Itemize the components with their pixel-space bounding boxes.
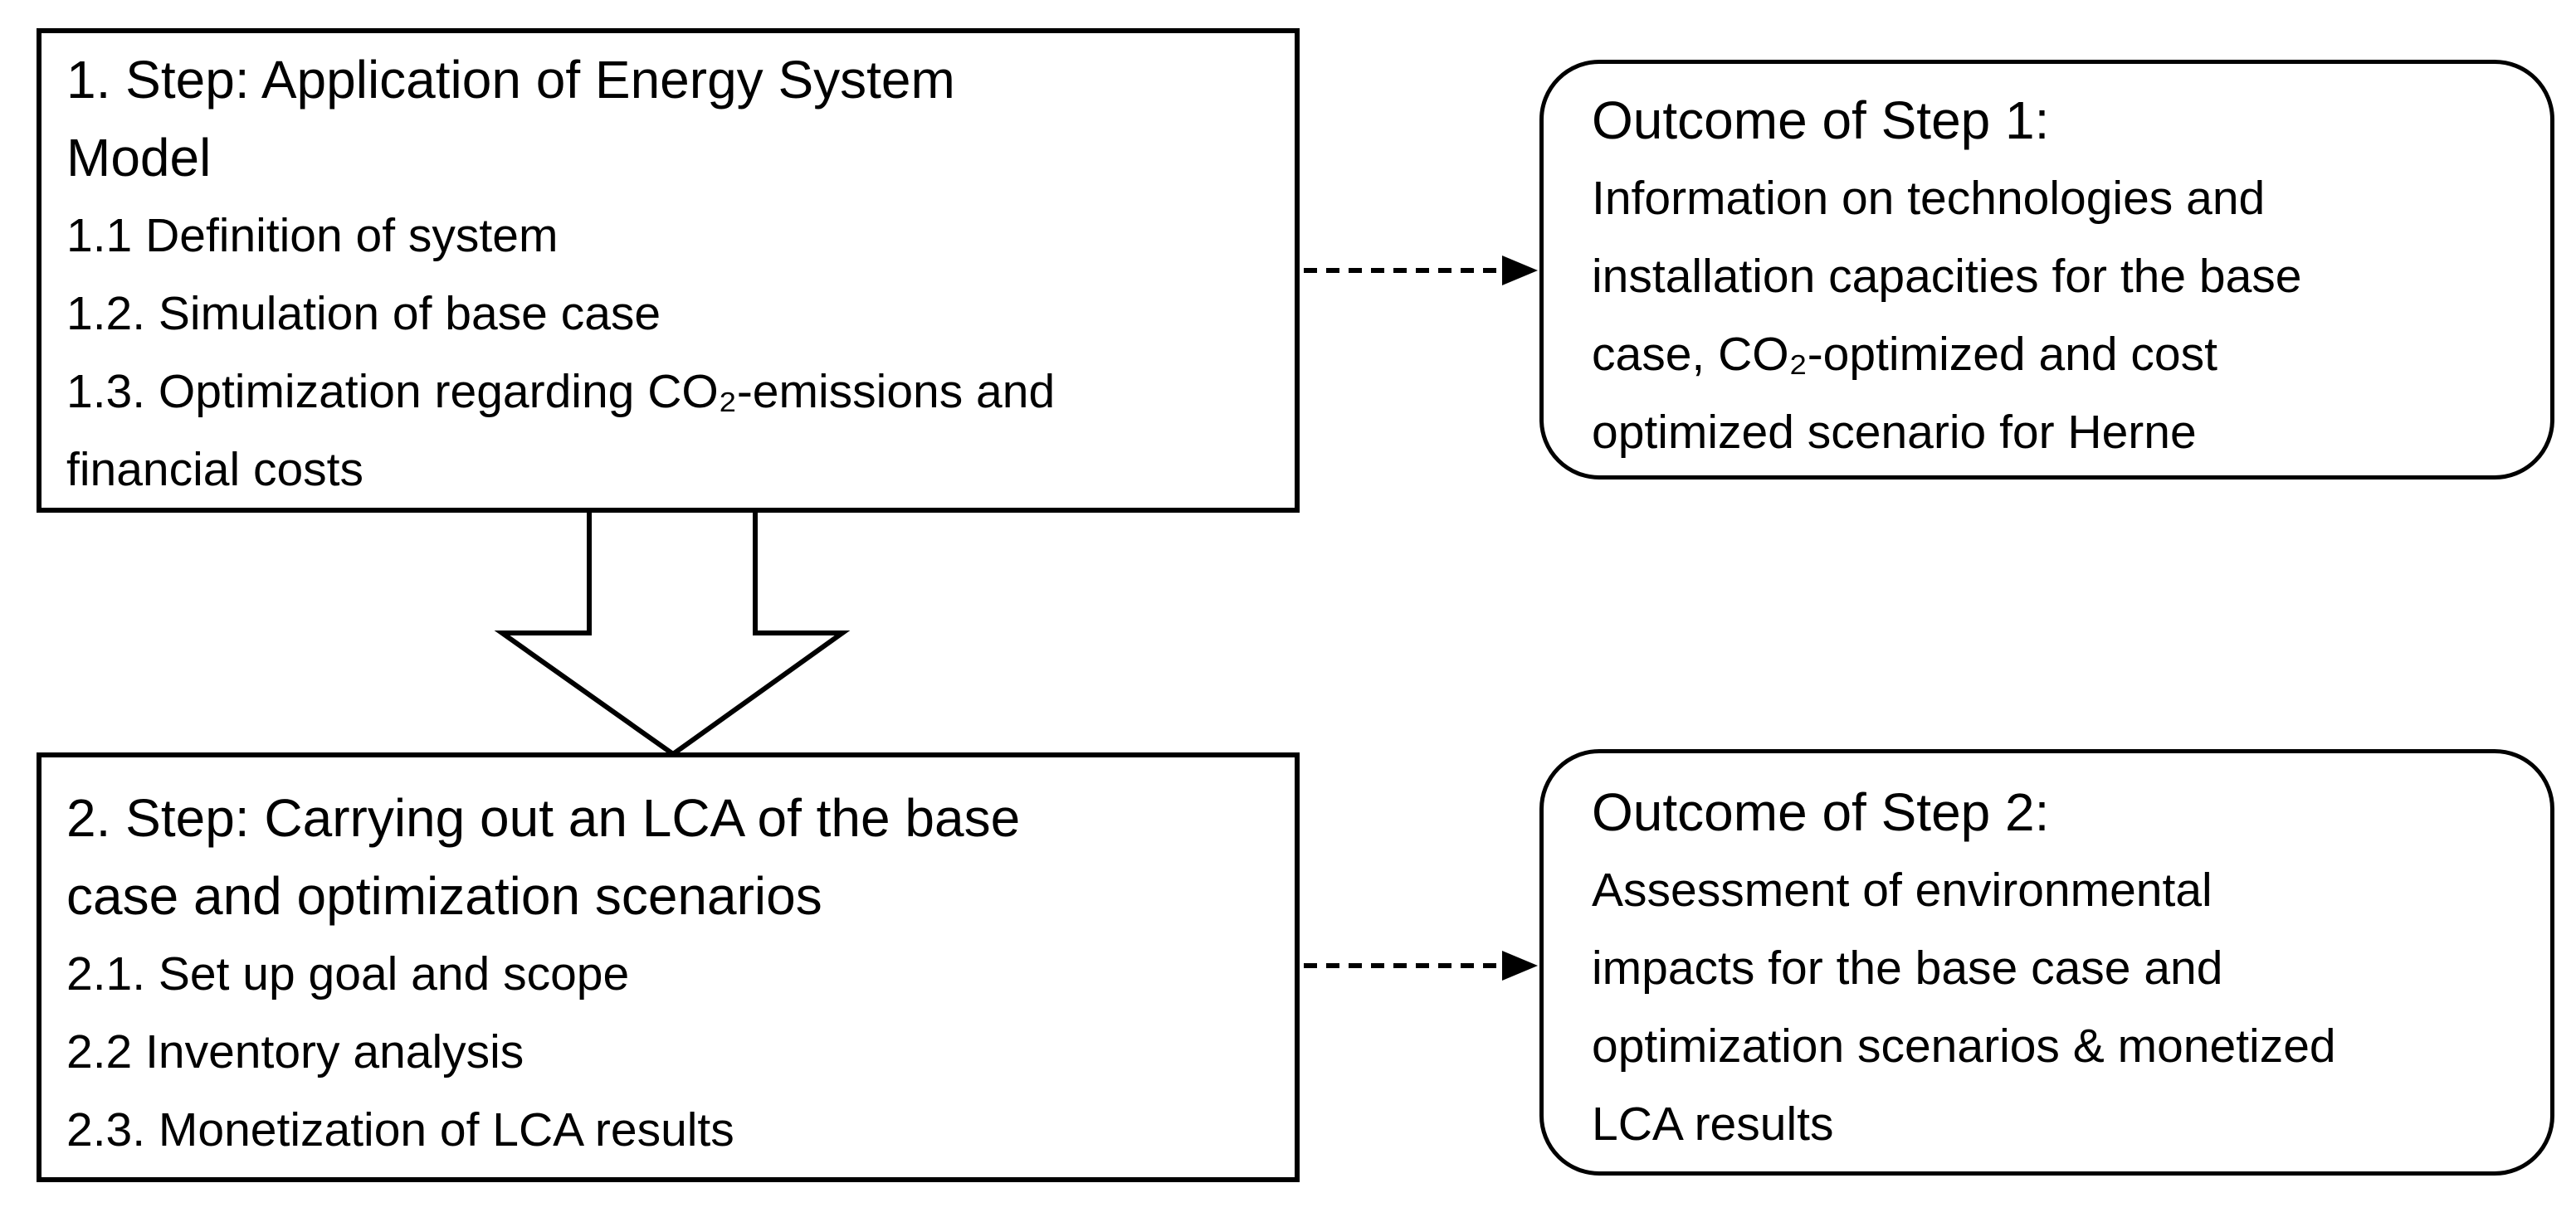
outcome1-text-line-3: case, CO₂-optimized and cost: [1592, 328, 2217, 381]
step2-item-3: 2.3. Monetization of LCA results: [66, 1103, 734, 1156]
outcome2-text-line-3: optimization scenarios & monetized: [1592, 1020, 2336, 1073]
step2-title-line-1: 2. Step: Carrying out an LCA of the base: [66, 788, 1021, 848]
dashed-right-arrow-icon-step1: [1304, 256, 1538, 285]
outcome1-text-line-1: Information on technologies and: [1592, 172, 2266, 225]
step1-item-2: 1.2. Simulation of base case: [66, 287, 661, 340]
step1-title-line-1: 1. Step: Application of Energy System: [66, 50, 955, 110]
step1-item-3: 1.3. Optimization regarding CO₂-emission…: [66, 365, 1056, 418]
step1-item-1: 1.1 Definition of system: [66, 209, 559, 262]
dashed-right-arrow-icon-step2: [1304, 951, 1538, 981]
down-block-arrow-icon: [494, 513, 851, 757]
outcome2-title: Outcome of Step 2:: [1592, 782, 2050, 842]
outcome1-text-line-2: installation capacities for the base: [1592, 250, 2302, 303]
outcome2-text-line-1: Assessment of environmental: [1592, 864, 2213, 917]
outcome2-text-line-4: LCA results: [1592, 1098, 1834, 1151]
step2-item-1: 2.1. Set up goal and scope: [66, 947, 630, 1000]
outcome2-box: Outcome of Step 2: Assessment of environ…: [1539, 749, 2554, 1176]
step1-item-3-continued: financial costs: [66, 443, 364, 496]
outcome1-title: Outcome of Step 1:: [1592, 90, 2050, 150]
outcome2-text-line-2: impacts for the base case and: [1592, 942, 2223, 995]
outcome1-text-line-4: optimized scenario for Herne: [1592, 406, 2197, 459]
step1-title-line-2: Model: [66, 128, 212, 187]
step2-title-line-2: case and optimization scenarios: [66, 866, 822, 926]
outcome1-box: Outcome of Step 1: Information on techno…: [1539, 60, 2554, 480]
step2-box: 2. Step: Carrying out an LCA of the base…: [37, 752, 1300, 1182]
step2-item-2: 2.2 Inventory analysis: [66, 1025, 524, 1078]
step1-box: 1. Step: Application of Energy System Mo…: [37, 28, 1300, 513]
